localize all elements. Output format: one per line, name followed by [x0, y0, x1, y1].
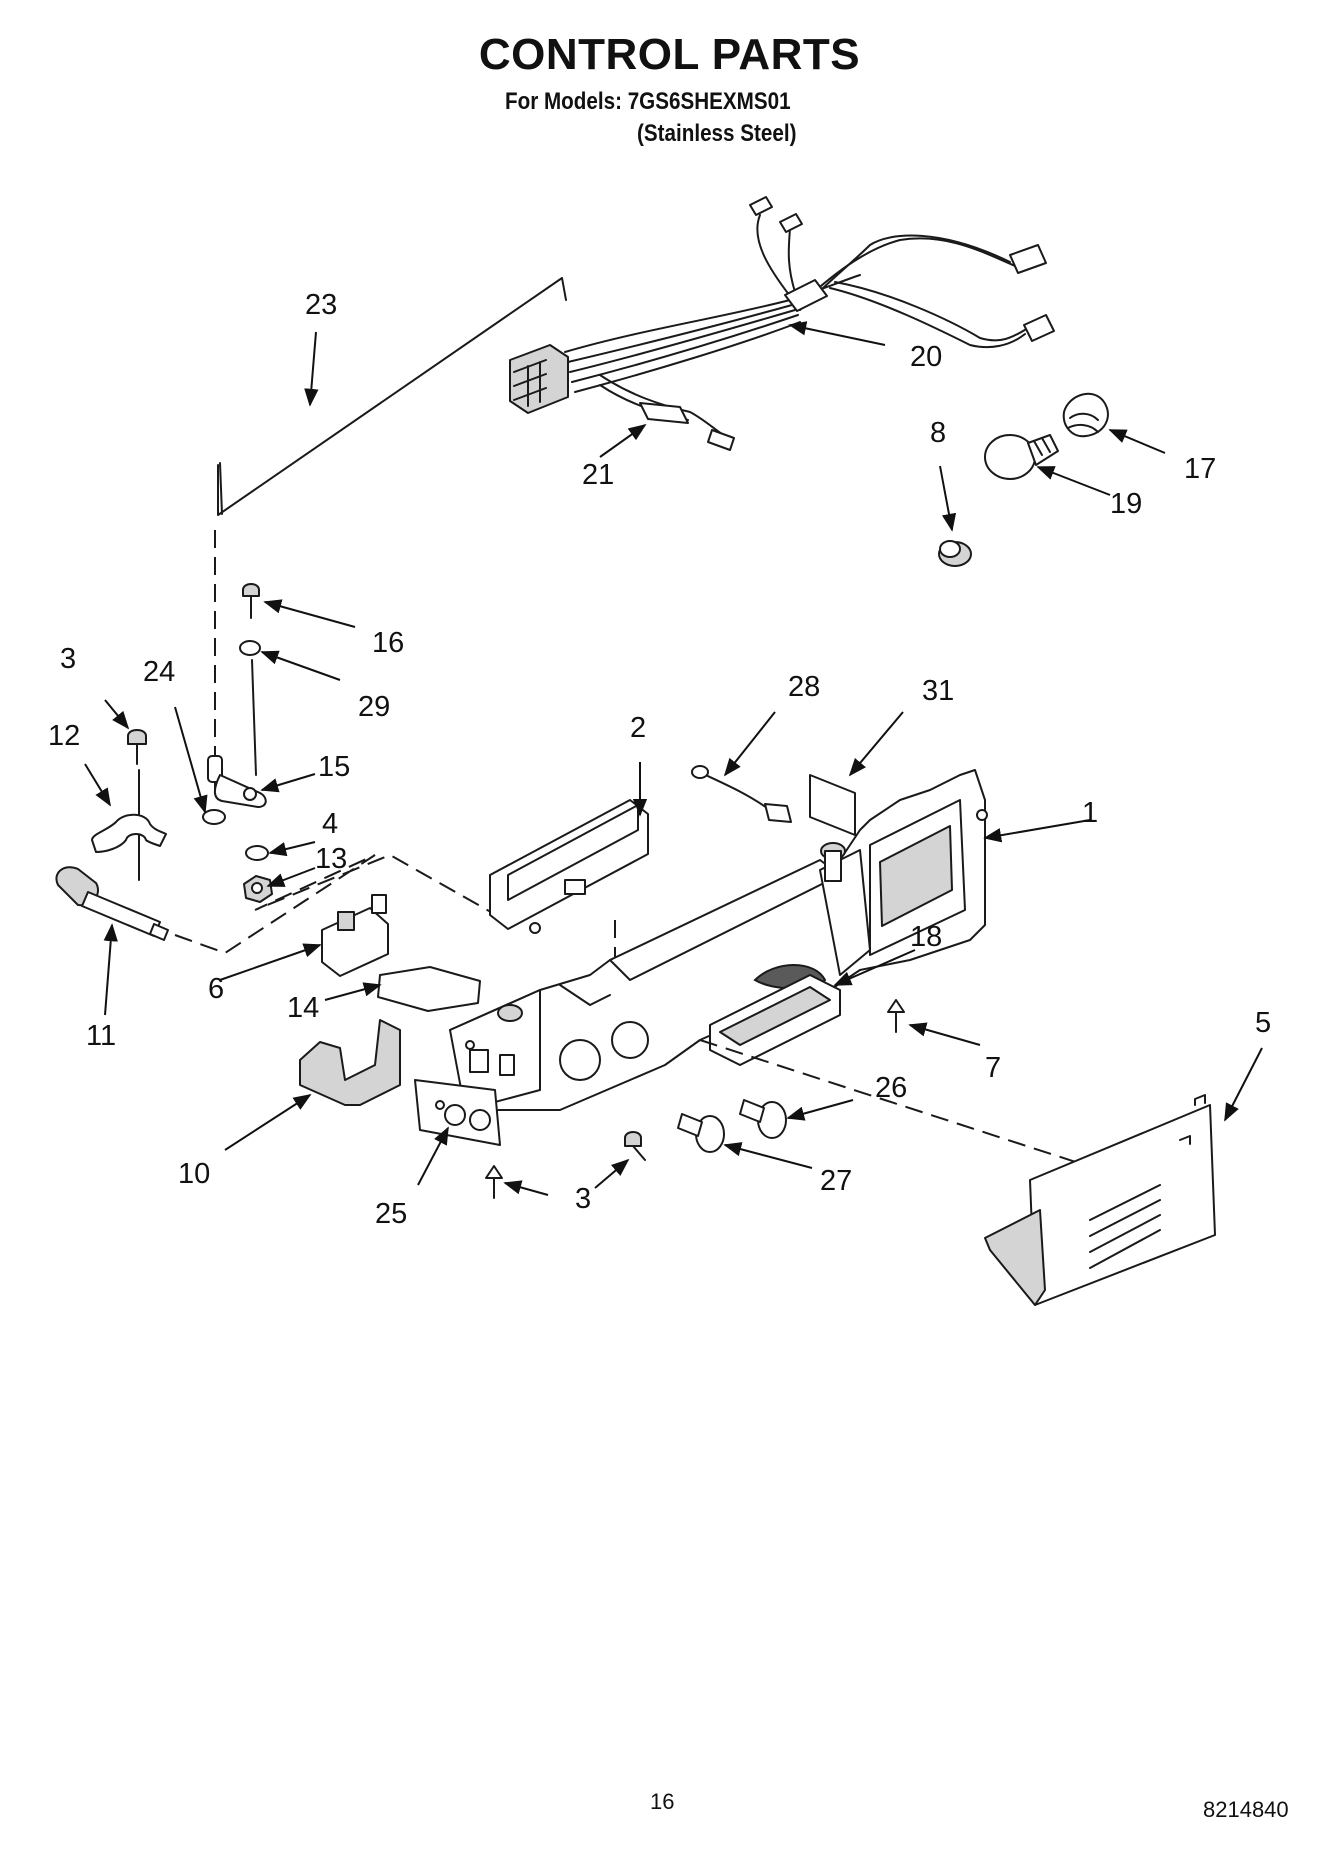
- grille-alignment-line: [699, 1039, 1086, 1166]
- part-4-washer: [245, 845, 269, 861]
- actuator-link: [251, 659, 257, 776]
- finish-line: (Stainless Steel): [637, 120, 797, 147]
- callout-6: 6: [208, 973, 224, 1005]
- document-number: 8214840: [1203, 1797, 1289, 1822]
- callout-7: 7: [985, 1052, 1001, 1084]
- part-5-grille: [984, 1094, 1216, 1306]
- part-3-screw-bottom: [485, 1165, 503, 1199]
- page-title: CONTROL PARTS: [478, 30, 861, 79]
- part-15-actuator-arm: [207, 755, 267, 808]
- part-1-control-housing: [449, 769, 988, 1111]
- part-11-shaft: [55, 866, 169, 941]
- part-8-grommet: [938, 540, 972, 567]
- part-3-screw-left: [127, 729, 147, 765]
- part-19-light-bulb: [984, 434, 1059, 480]
- callout-28: 28: [788, 671, 820, 703]
- part-26-knob: [739, 1099, 787, 1139]
- callout-19: 19: [1110, 488, 1142, 520]
- part-21-sensor-harness: [599, 374, 735, 451]
- part-2-insulation: [489, 799, 649, 934]
- callout-15: 15: [318, 751, 350, 783]
- callout-21: 21: [582, 459, 614, 491]
- part-18-insulation-pad: [709, 974, 841, 1066]
- callout-17: 17: [1184, 453, 1216, 485]
- callout-23: 23: [305, 289, 337, 321]
- callout-16: 16: [372, 627, 404, 659]
- callout-numbers: 1 2 3 3 3 4 5 6 7 8 10 11 12 13 14 15 16…: [48, 289, 1271, 1230]
- callout-3-bottom: 3: [575, 1183, 591, 1215]
- callout-20: 20: [910, 341, 942, 373]
- part-20-wire-harness: [509, 196, 1055, 414]
- callout-25: 25: [375, 1198, 407, 1230]
- part-6-switch: [321, 894, 389, 977]
- part-14-foam-pad: [377, 966, 481, 1012]
- part-27-knob: [677, 1113, 725, 1153]
- callout-13: 13: [315, 843, 347, 875]
- callout-4: 4: [322, 808, 338, 840]
- part-31-label: [809, 774, 856, 836]
- part-23-door-rod: [217, 277, 567, 516]
- callout-leaders: [84, 321, 1263, 1196]
- callout-14: 14: [287, 992, 319, 1024]
- part-29-washer: [239, 640, 261, 656]
- callout-29: 29: [358, 691, 390, 723]
- models-line: For Models: 7GS6SHEXMS01: [505, 88, 791, 115]
- callout-18: 18: [910, 921, 942, 953]
- callout-11: 11: [86, 1020, 116, 1052]
- page-number: 16: [650, 1789, 675, 1814]
- callout-1: 1: [1082, 797, 1098, 829]
- part-10-bracket: [299, 1019, 401, 1106]
- callout-5: 5: [1255, 1007, 1271, 1039]
- part-28-thermistor: [691, 765, 792, 823]
- callout-27: 27: [820, 1165, 852, 1197]
- callout-12: 12: [48, 720, 80, 752]
- callout-2: 2: [630, 712, 646, 744]
- callout-10: 10: [178, 1158, 210, 1190]
- shaft-alignment-line: [174, 853, 506, 955]
- callout-8: 8: [930, 417, 946, 449]
- callout-3-left: 3: [60, 643, 76, 675]
- callout-24: 24: [143, 656, 175, 688]
- part-3-screw-center: [624, 1131, 646, 1161]
- part-13-nut: [243, 875, 273, 903]
- part-24-washer: [202, 809, 226, 825]
- part-16-screw: [242, 583, 260, 619]
- part-25-bezel: [414, 1079, 501, 1146]
- part-7-screw: [887, 999, 905, 1033]
- callout-26: 26: [875, 1072, 907, 1104]
- part-17-lamp-socket: [1062, 392, 1109, 438]
- part-12-clamp: [91, 813, 167, 853]
- callout-31: 31: [922, 675, 954, 707]
